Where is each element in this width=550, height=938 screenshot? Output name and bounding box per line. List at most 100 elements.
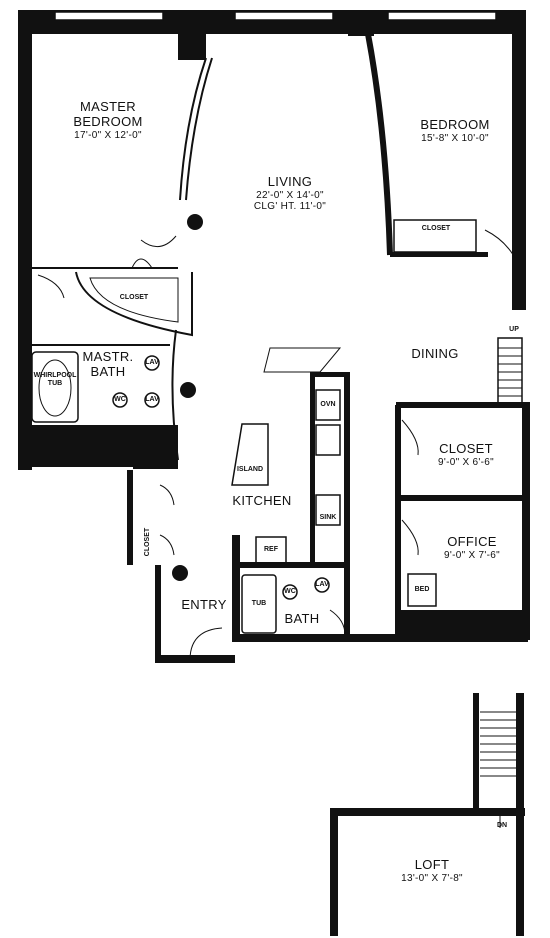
lav-master-2 [144, 392, 160, 408]
master-bath-base [18, 425, 178, 467]
lav-label: LAV [145, 359, 159, 366]
wc-label: WC [114, 396, 126, 403]
kitchen-label: KITCHEN [232, 493, 292, 509]
kitchen-wall-top [310, 372, 350, 377]
wall-pillar-2 [348, 12, 374, 36]
wc-bath [282, 584, 298, 600]
column [172, 565, 188, 581]
column [187, 214, 203, 230]
bath-wall-bottom [232, 634, 398, 642]
door-swing [401, 419, 419, 456]
entry-closet-label: CLOSET [143, 527, 151, 557]
wall-right-lower [522, 405, 530, 640]
refrigerator [255, 536, 287, 564]
bedroom-dims: 15'-8" X 10'-0" [421, 132, 489, 144]
kitchen-name: KITCHEN [232, 493, 292, 508]
dining-name: DINING [411, 346, 459, 361]
kitchen-counter [263, 347, 342, 373]
whirlpool-tub-basin [38, 359, 72, 417]
loft-dims: 13'-0" X 7'-8" [401, 872, 463, 884]
curved-wall-bedroom [365, 33, 393, 256]
bath-tub [241, 574, 277, 634]
loft-wall-right [516, 693, 524, 936]
master-closet-label: CLOSET [119, 294, 149, 301]
living-name: LIVING [267, 174, 313, 189]
master-closet-inner [89, 277, 179, 323]
lav-bath-label: LAV [315, 581, 329, 588]
living-label: LIVING 22'-0" X 14'-0" CLG' HT. 11'-0" [253, 174, 327, 213]
entry-wall-left [155, 565, 161, 663]
bedroom-label: BEDROOM 15'-8" X 10'-0" [420, 117, 489, 144]
curved-wall-master-2 [185, 57, 213, 201]
closet-dims: 9'-0" X 6'-6" [438, 456, 494, 468]
door-swing [401, 519, 419, 556]
oven-label: OVN [320, 401, 336, 408]
entry-wall-bottom [155, 655, 235, 663]
stair-treads [480, 347, 522, 777]
loft-wall-step [473, 693, 479, 813]
stair-up-label: UP [509, 326, 519, 333]
wc-bath-label: WC [284, 588, 296, 595]
master-closet-wall [75, 271, 193, 337]
office-bed [407, 573, 437, 607]
bedroom-closet-rect [393, 219, 477, 253]
office-dims: 9'-0" X 7'-6" [444, 549, 500, 561]
master-bedroom-name-1: MASTER [80, 99, 136, 114]
sink-label: SINK [319, 514, 337, 521]
master-bedroom-dims: 17'-0" X 12'-0" [74, 129, 142, 141]
whirlpool-label: WHIRLPOOL TUB [34, 372, 77, 388]
column [180, 382, 196, 398]
door-swing [159, 534, 175, 556]
loft-wall-left [330, 808, 338, 936]
bedroom-wall-bottom [390, 252, 488, 257]
door-swing [159, 484, 175, 506]
cooktop [315, 424, 341, 456]
master-bath-label: MASTR. BATH [82, 349, 134, 380]
oven [315, 389, 341, 421]
door-swing [329, 609, 346, 636]
curved-wall-master [179, 57, 207, 201]
lav-label: LAV [145, 396, 159, 403]
bath-wall-left [232, 535, 240, 640]
wall-right [512, 10, 526, 310]
kitchen-sink [315, 494, 341, 526]
wall-pillar [178, 12, 206, 60]
master-bedroom-label: MASTER BEDROOM 17'-0" X 12'-0" [73, 99, 143, 141]
kitchen-wall-right [344, 372, 350, 637]
whirlpool-tub [31, 351, 79, 423]
wall-left [18, 10, 32, 470]
closet-label: CLOSET 9'-0" X 6'-6" [438, 441, 494, 468]
master-bedroom-name-2: BEDROOM [73, 113, 143, 129]
entry-label: ENTRY [181, 597, 227, 613]
master-bath-name-1: MASTR. [82, 349, 134, 364]
living-dims: 22'-0" X 14'-0" [256, 189, 324, 201]
wc-master [112, 392, 128, 408]
bedroom-closet-label: CLOSET [421, 225, 451, 232]
loft-name: LOFT [414, 857, 450, 872]
entry-name: ENTRY [181, 597, 227, 612]
office-label: OFFICE 9'-0" X 7'-6" [444, 534, 500, 561]
stair-down-label: DN [496, 822, 508, 829]
dining-label: DINING [411, 346, 459, 362]
lav-master [144, 355, 160, 371]
lav-bath [314, 577, 330, 593]
bed-label: BED [414, 586, 430, 593]
living-ceiling: CLG' HT. 11'-0" [253, 201, 327, 213]
door-swing [37, 274, 65, 299]
bath-name: BATH [284, 611, 320, 626]
whirlpool-line-1: WHIRLPOOL [33, 372, 77, 379]
door-swing [189, 627, 223, 661]
loft-wall-top [330, 808, 525, 816]
whirlpool-line-2: TUB [47, 380, 63, 388]
bath-wall-top [232, 562, 350, 568]
island-label: ISLAND [236, 466, 264, 473]
closet-name: CLOSET [439, 441, 493, 456]
door-swing [484, 229, 516, 259]
window [387, 11, 497, 21]
lower-curve-wall [171, 329, 179, 461]
office-name: OFFICE [447, 534, 497, 549]
bath-label: BATH [284, 611, 320, 627]
kitchen-island [231, 423, 269, 486]
door-swing [140, 235, 177, 247]
